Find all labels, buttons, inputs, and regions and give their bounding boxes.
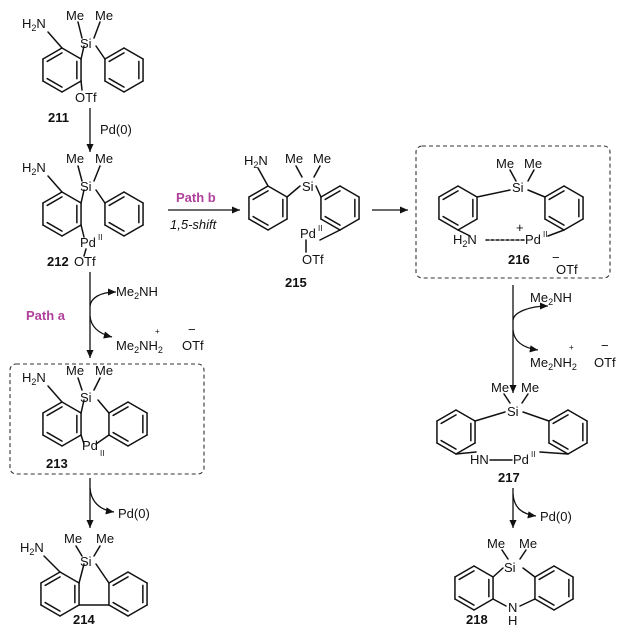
palladium-label: Pd bbox=[82, 438, 98, 453]
compound-212-bonds bbox=[42, 165, 144, 257]
compound-211-bonds bbox=[42, 21, 144, 93]
silicon-label: Si bbox=[302, 179, 314, 194]
reagent-in-arrow bbox=[512, 302, 549, 321]
methyl-label: Me bbox=[487, 536, 505, 551]
amine-label: H2N bbox=[453, 232, 477, 249]
reagent-label: Pd(0) bbox=[100, 122, 132, 137]
triflate-label: OTf bbox=[74, 254, 96, 269]
compound-218: Me Me Si N H 218 bbox=[454, 536, 574, 627]
oxidation-state: II bbox=[100, 449, 104, 458]
compound-213: H2N Me Me Si Pd II 213 bbox=[22, 363, 148, 471]
compound-216-bonds bbox=[438, 169, 584, 241]
compound-number: 212 bbox=[47, 254, 69, 269]
byproduct-label: Pd(0) bbox=[540, 509, 572, 524]
reagent-out-arrow bbox=[89, 315, 113, 339]
palladium-label: Pd bbox=[525, 232, 541, 247]
reagent-out-arrow bbox=[89, 487, 115, 515]
oxidation-state: II bbox=[318, 224, 322, 233]
byproduct-label: Me2NH2 bbox=[116, 338, 163, 355]
compound-214-bonds bbox=[40, 545, 148, 617]
charge-label: − bbox=[601, 338, 609, 353]
methyl-label: Me bbox=[95, 363, 113, 378]
compound-218-bonds bbox=[454, 549, 574, 611]
methyl-label: Me bbox=[491, 380, 509, 395]
methyl-label: Me bbox=[64, 531, 82, 546]
methyl-label: Me bbox=[496, 156, 514, 171]
compound-215-bonds bbox=[248, 165, 360, 253]
silicon-label: Si bbox=[80, 179, 92, 194]
methyl-label: Me bbox=[313, 151, 331, 166]
compound-number: 213 bbox=[46, 456, 68, 471]
compound-217-bonds bbox=[436, 393, 588, 461]
triflate-label: OTf bbox=[75, 90, 97, 105]
oxidation-state: II bbox=[531, 450, 535, 459]
compound-216: Me Me Si H2N Pd II + 216 − OTf bbox=[438, 156, 584, 277]
path-a-label: Path a bbox=[26, 308, 66, 323]
oxidation-state: II bbox=[543, 230, 547, 239]
charge-label: − bbox=[552, 250, 560, 265]
oxidation-state: II bbox=[98, 233, 102, 242]
intermediate-box bbox=[415, 145, 611, 279]
palladium-label: Pd bbox=[80, 235, 96, 250]
methyl-label: Me bbox=[524, 156, 542, 171]
compound-number: 214 bbox=[73, 612, 95, 627]
silicon-label: Si bbox=[504, 560, 516, 575]
methyl-label: Me bbox=[95, 8, 113, 23]
charge-label: − bbox=[188, 322, 196, 337]
methyl-label: Me bbox=[519, 536, 537, 551]
palladium-label: Pd bbox=[300, 226, 316, 241]
silicon-label: Si bbox=[80, 554, 92, 569]
intermediate-box bbox=[9, 363, 205, 475]
amine-label: H2N bbox=[22, 160, 46, 177]
methyl-label: Me bbox=[95, 151, 113, 166]
compound-number: 215 bbox=[285, 275, 307, 290]
hydrogen-label: H bbox=[508, 613, 517, 627]
compound-number: 211 bbox=[48, 110, 69, 125]
silicon-label: Si bbox=[80, 390, 92, 405]
compound-215: H2N Me Me Si Pd II OTf 215 bbox=[244, 151, 360, 290]
methyl-label: Me bbox=[66, 8, 84, 23]
compound-number: 217 bbox=[498, 470, 520, 485]
nh-label: HN bbox=[470, 452, 489, 467]
compound-number: 218 bbox=[466, 612, 488, 627]
amine-label: H2N bbox=[22, 16, 46, 33]
amine-label: H2N bbox=[22, 370, 46, 387]
counter-ion-label: OTf bbox=[556, 262, 578, 277]
nitrogen-label: N bbox=[508, 600, 517, 615]
byproduct-label: Me2NH2 bbox=[530, 355, 577, 372]
reagent-label: Me2NH bbox=[116, 284, 158, 301]
methyl-label: Me bbox=[66, 151, 84, 166]
methyl-label: Me bbox=[285, 151, 303, 166]
amine-label: H2N bbox=[244, 153, 268, 170]
charge-label: + bbox=[155, 327, 160, 336]
reagent-out-arrow bbox=[512, 493, 537, 519]
condition-label: 1,5-shift bbox=[170, 217, 218, 232]
silicon-label: Si bbox=[512, 180, 524, 195]
compound-214: H2N Me Me Si 214 bbox=[20, 531, 148, 627]
silicon-label: Si bbox=[80, 36, 92, 51]
reagent-label: Me2NH bbox=[530, 290, 572, 307]
compound-211: H2N Me Me Si OTf 211 bbox=[22, 8, 144, 125]
counter-ion-label: OTf bbox=[594, 355, 616, 370]
charge-label: + bbox=[569, 343, 574, 352]
path-b-label: Path b bbox=[176, 190, 216, 205]
compound-212: H2N Me Me Si Pd II OTf 212 bbox=[22, 151, 144, 269]
reagent-in-arrow bbox=[89, 288, 117, 307]
byproduct-label: Pd(0) bbox=[118, 506, 150, 521]
amine-label: H2N bbox=[20, 540, 44, 557]
methyl-label: Me bbox=[521, 380, 539, 395]
reagent-out-arrow bbox=[512, 329, 539, 353]
triflate-label: OTf bbox=[302, 252, 324, 267]
palladium-label: Pd bbox=[513, 452, 529, 467]
compound-number: 216 bbox=[508, 252, 530, 267]
counter-ion-label: OTf bbox=[182, 338, 204, 353]
compound-213-bonds bbox=[42, 377, 148, 447]
compound-217: Me Me Si HN Pd II 217 bbox=[436, 380, 588, 485]
methyl-label: Me bbox=[96, 531, 114, 546]
methyl-label: Me bbox=[66, 363, 84, 378]
charge-label: + bbox=[516, 220, 524, 235]
silicon-label: Si bbox=[507, 404, 519, 419]
